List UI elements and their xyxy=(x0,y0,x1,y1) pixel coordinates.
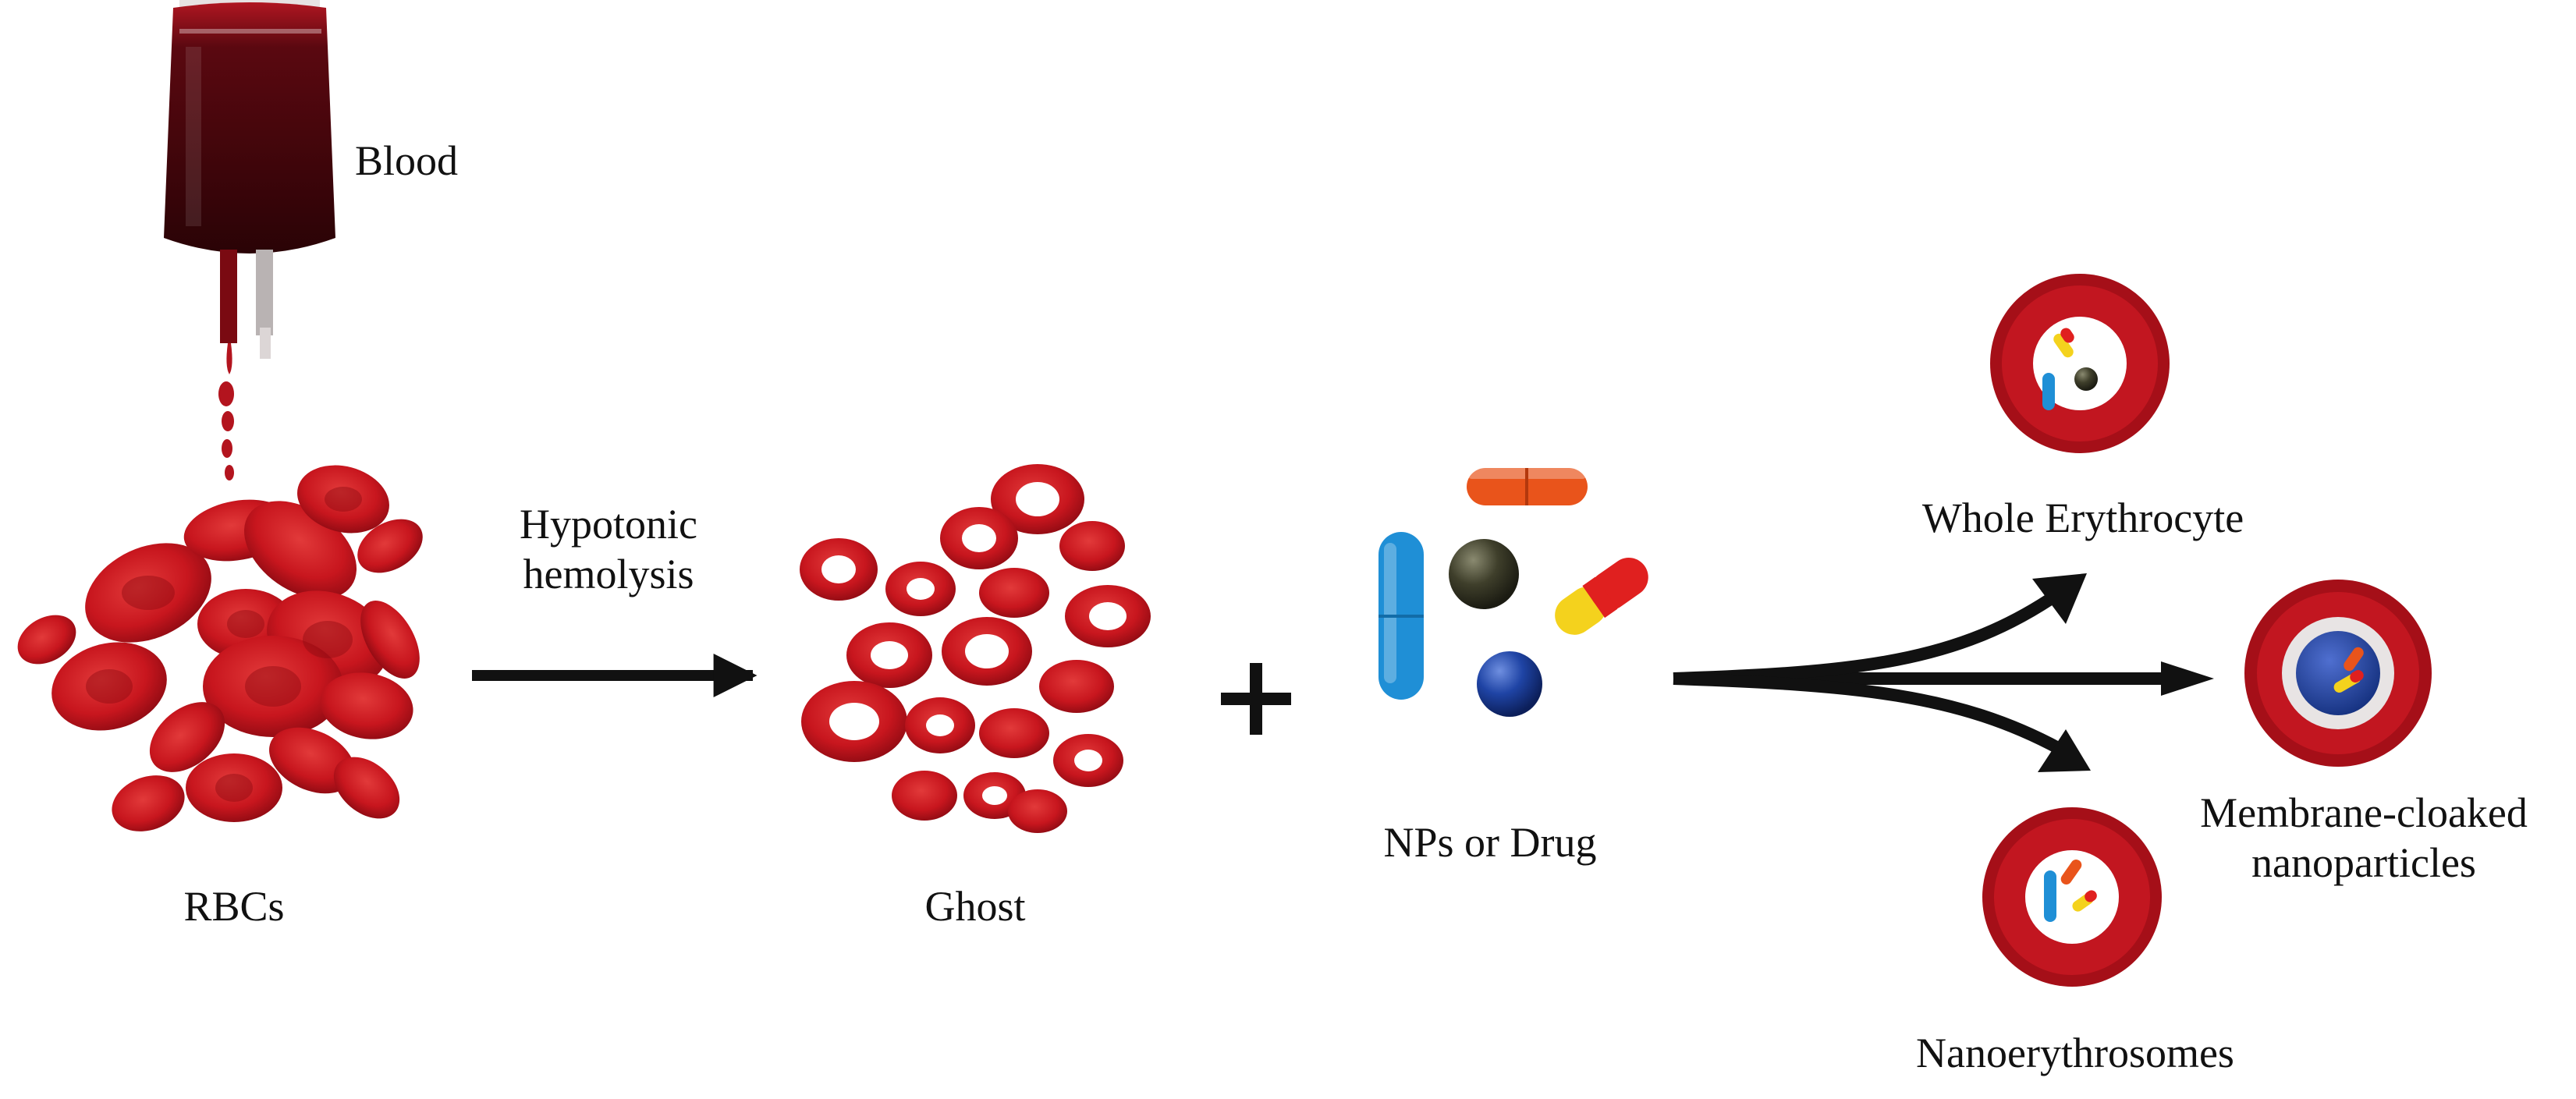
membrane-label-line1: Membrane-cloaked xyxy=(2200,789,2528,836)
membrane-label-line2: nanoparticles xyxy=(2251,839,2476,886)
blue-capsule-icon xyxy=(1378,532,1424,700)
hypotonic-label-line1: Hypotonic xyxy=(520,501,697,548)
nanoerythrosomes-label: Nanoerythrosomes xyxy=(1916,1030,2234,1076)
whole-erythrocyte-cell xyxy=(1990,274,2170,453)
hypotonic-label-line2: hemolysis xyxy=(523,551,694,597)
whole-erythrocyte-label: Whole Erythrocyte xyxy=(1921,495,2244,541)
plus-icon xyxy=(1221,663,1291,735)
branch-arrows xyxy=(1673,573,2214,772)
ghost-cluster xyxy=(800,464,1151,833)
orange-capsule-icon xyxy=(1467,468,1588,505)
rbcs-label: RBCs xyxy=(183,883,285,930)
membrane-cloaked-label: Membrane-cloaked nanoparticles xyxy=(2169,788,2559,888)
nps-drug-group xyxy=(1378,468,1648,717)
red-yellow-capsule-icon xyxy=(1555,558,1648,635)
blood-bag-icon xyxy=(164,0,335,374)
rbc-cluster xyxy=(17,465,423,831)
blue-sphere-icon xyxy=(1477,651,1542,717)
membrane-cloaked-cell xyxy=(2244,580,2432,767)
nps-or-drug-label: NPs or Drug xyxy=(1383,819,1597,866)
nanoerythrosome-cell xyxy=(1982,807,2162,987)
blood-label: Blood xyxy=(355,137,459,184)
hypotonic-hemolysis-label: Hypotonic hemolysis xyxy=(468,499,749,599)
olive-sphere-icon xyxy=(1449,539,1519,609)
blood-drops xyxy=(218,381,234,480)
ghost-label: Ghost xyxy=(924,883,1026,930)
